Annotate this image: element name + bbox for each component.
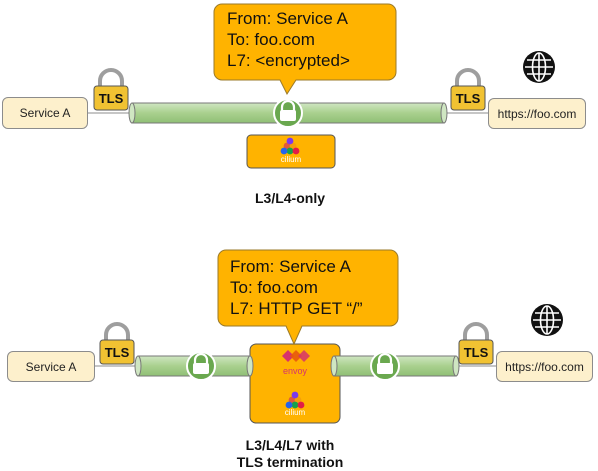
bottom-callout-l7: L7: HTTP GET “/” [230,299,363,318]
bottom-tls-badge-left: TLS [104,345,130,360]
bottom-endpoint-box: https://foo.com [496,351,593,382]
bottom-caption: L3/L4/L7 with TLS termination [190,437,390,471]
top-endpoint-box: https://foo.com [488,98,586,129]
bottom-cilium-label: cilium [284,408,306,417]
envoy-label: envoy [282,366,308,376]
bottom-right-padlock-icon [370,351,400,381]
top-endpoint-label: https://foo.com [497,106,577,121]
top-cilium-label: cilium [280,155,302,164]
top-center-padlock-icon [273,98,303,128]
bottom-caption-line1: L3/L4/L7 with [245,437,335,453]
top-tls-lock-right-icon [450,68,486,111]
bottom-callout-from: From: Service A [230,257,351,276]
top-caption: L3/L4-only [254,190,325,206]
top-service-a-label: Service A [19,106,71,120]
bottom-callout-to: To: foo.com [230,278,318,297]
top-tls-badge-right: TLS [455,91,481,106]
top-callout-to: To: foo.com [227,30,315,49]
bottom-tls-badge-right: TLS [463,345,489,360]
top-callout-l7: L7: <encrypted> [227,51,350,70]
envoy-logo [282,350,310,362]
top-callout-text: From: Service A To: foo.com L7: <encrypt… [227,8,350,71]
bottom-left-padlock-icon [186,351,216,381]
bottom-callout-bubble [217,249,399,346]
top-callout-bubble [213,3,397,96]
bottom-callout-text: From: Service A To: foo.com L7: HTTP GET… [230,256,363,319]
bottom-service-a-label: Service A [25,359,77,374]
top-globe-icon [523,51,555,83]
top-tls-badge-left: TLS [98,91,124,106]
bottom-proxy-box [249,343,341,424]
bottom-cilium-logo [285,391,305,409]
top-cilium-logo [280,137,300,155]
bottom-globe-icon [531,304,563,336]
top-service-a-box: Service A [2,97,88,129]
bottom-tls-lock-right-icon [458,322,494,365]
bottom-service-a-box: Service A [7,351,95,382]
top-tls-lock-left-icon [93,68,129,111]
top-callout-from: From: Service A [227,9,348,28]
bottom-tls-lock-left-icon [99,322,135,365]
bottom-endpoint-label: https://foo.com [505,359,584,374]
bottom-caption-line2: TLS termination [236,454,344,470]
